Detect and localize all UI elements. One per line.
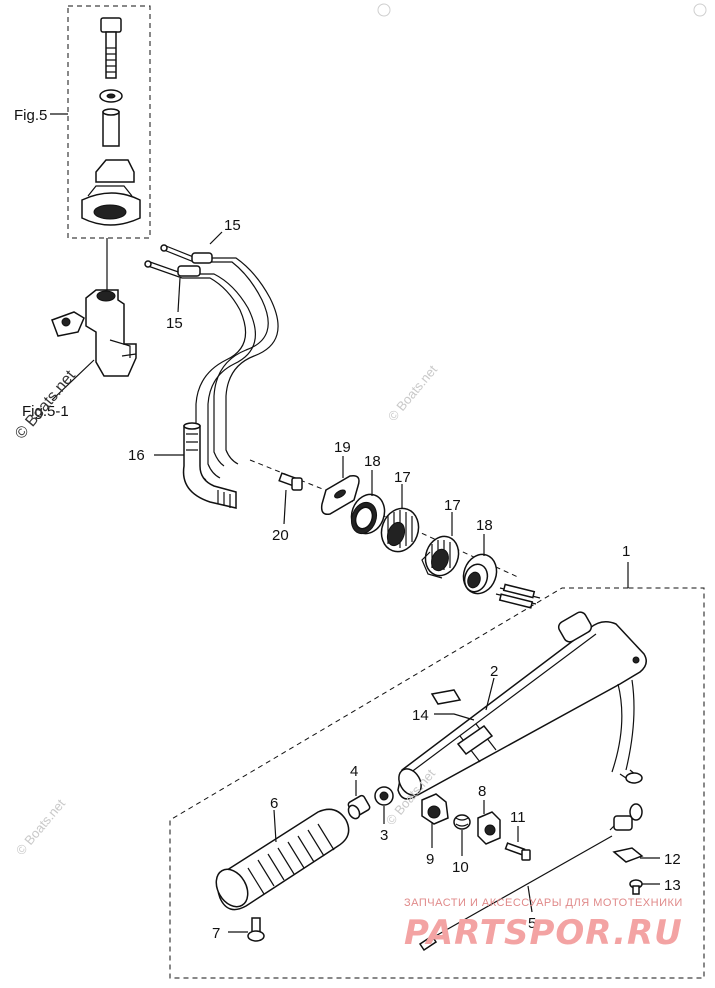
leader-6	[273, 809, 277, 843]
part-11-screw	[504, 842, 531, 861]
fig51-bracket	[51, 289, 137, 377]
label-8: 8	[478, 783, 486, 800]
label-18a: 18	[364, 453, 381, 470]
label-3: 3	[380, 827, 388, 844]
watermark-center: © Boats.net	[385, 362, 441, 424]
part-4-bushing	[347, 794, 371, 820]
part-19-plate	[320, 474, 360, 516]
fig51-leader	[51, 359, 95, 401]
label-13: 13	[664, 877, 681, 894]
watermark-copyright-top	[377, 3, 391, 17]
throttle-cables	[144, 244, 279, 481]
fig5-bracket	[95, 159, 135, 183]
assembly-1-box	[169, 587, 705, 979]
label-17a: 17	[394, 469, 411, 486]
label-10: 10	[452, 859, 469, 876]
part-18b-ring	[462, 553, 498, 595]
part-20-screw	[278, 472, 303, 491]
fig5-bolt	[100, 17, 122, 79]
label-12: 12	[664, 851, 681, 868]
label-16: 16	[128, 447, 145, 464]
label-6: 6	[270, 795, 278, 812]
part-17a-gear	[380, 507, 420, 553]
handle-pins	[495, 583, 541, 609]
part-2-tiller	[397, 611, 647, 800]
label-4: 4	[350, 763, 358, 780]
part-13-screw	[629, 879, 643, 895]
label-20: 20	[272, 527, 289, 544]
part-9-cam	[421, 793, 449, 825]
label-5: 5	[528, 915, 536, 932]
label-17b: 17	[444, 497, 461, 514]
part-14-label	[430, 689, 462, 705]
fig5-sleeve	[102, 111, 120, 147]
leader-20	[283, 489, 287, 525]
part-10-spring	[453, 814, 471, 830]
label-11: 11	[510, 809, 526, 826]
leader-14	[434, 713, 475, 721]
brand-logo: PARTSPOR.RU	[404, 913, 683, 953]
label-15b: 15	[166, 315, 183, 332]
fig5-box	[67, 5, 151, 239]
leader-15a	[209, 231, 223, 245]
brand-tagline: ЗАПЧАСТИ И АКСЕССУАРЫ ДЛЯ МОТОТЕХНИКИ	[404, 897, 683, 909]
leader-2	[485, 677, 495, 711]
label-2: 2	[490, 663, 498, 680]
part-12-clip	[612, 847, 644, 863]
leader-15b	[177, 277, 181, 313]
watermark-left: © Boats.net	[13, 796, 69, 858]
part-17b-gear	[421, 535, 460, 579]
fig5-ref: Fig.5	[14, 107, 47, 124]
fig51-ref: Fig.5-1	[22, 403, 69, 420]
part-3-nut	[374, 786, 394, 806]
label-15a: 15	[224, 217, 241, 234]
leader-5	[527, 885, 533, 913]
watermark-copyright-right	[693, 3, 707, 17]
label-1: 1	[622, 543, 630, 560]
part-16-hose	[182, 422, 237, 509]
part-8-block	[477, 811, 501, 845]
label-7: 7	[212, 925, 220, 942]
fig5-base	[81, 185, 141, 226]
part-7-screw	[247, 917, 265, 942]
label-9: 9	[426, 851, 434, 868]
label-19: 19	[334, 439, 351, 456]
label-14: 14	[412, 707, 429, 724]
part-18a-ring	[350, 493, 386, 535]
label-18b: 18	[476, 517, 493, 534]
part-6-grip	[215, 808, 350, 911]
part-5-cable	[418, 803, 643, 952]
